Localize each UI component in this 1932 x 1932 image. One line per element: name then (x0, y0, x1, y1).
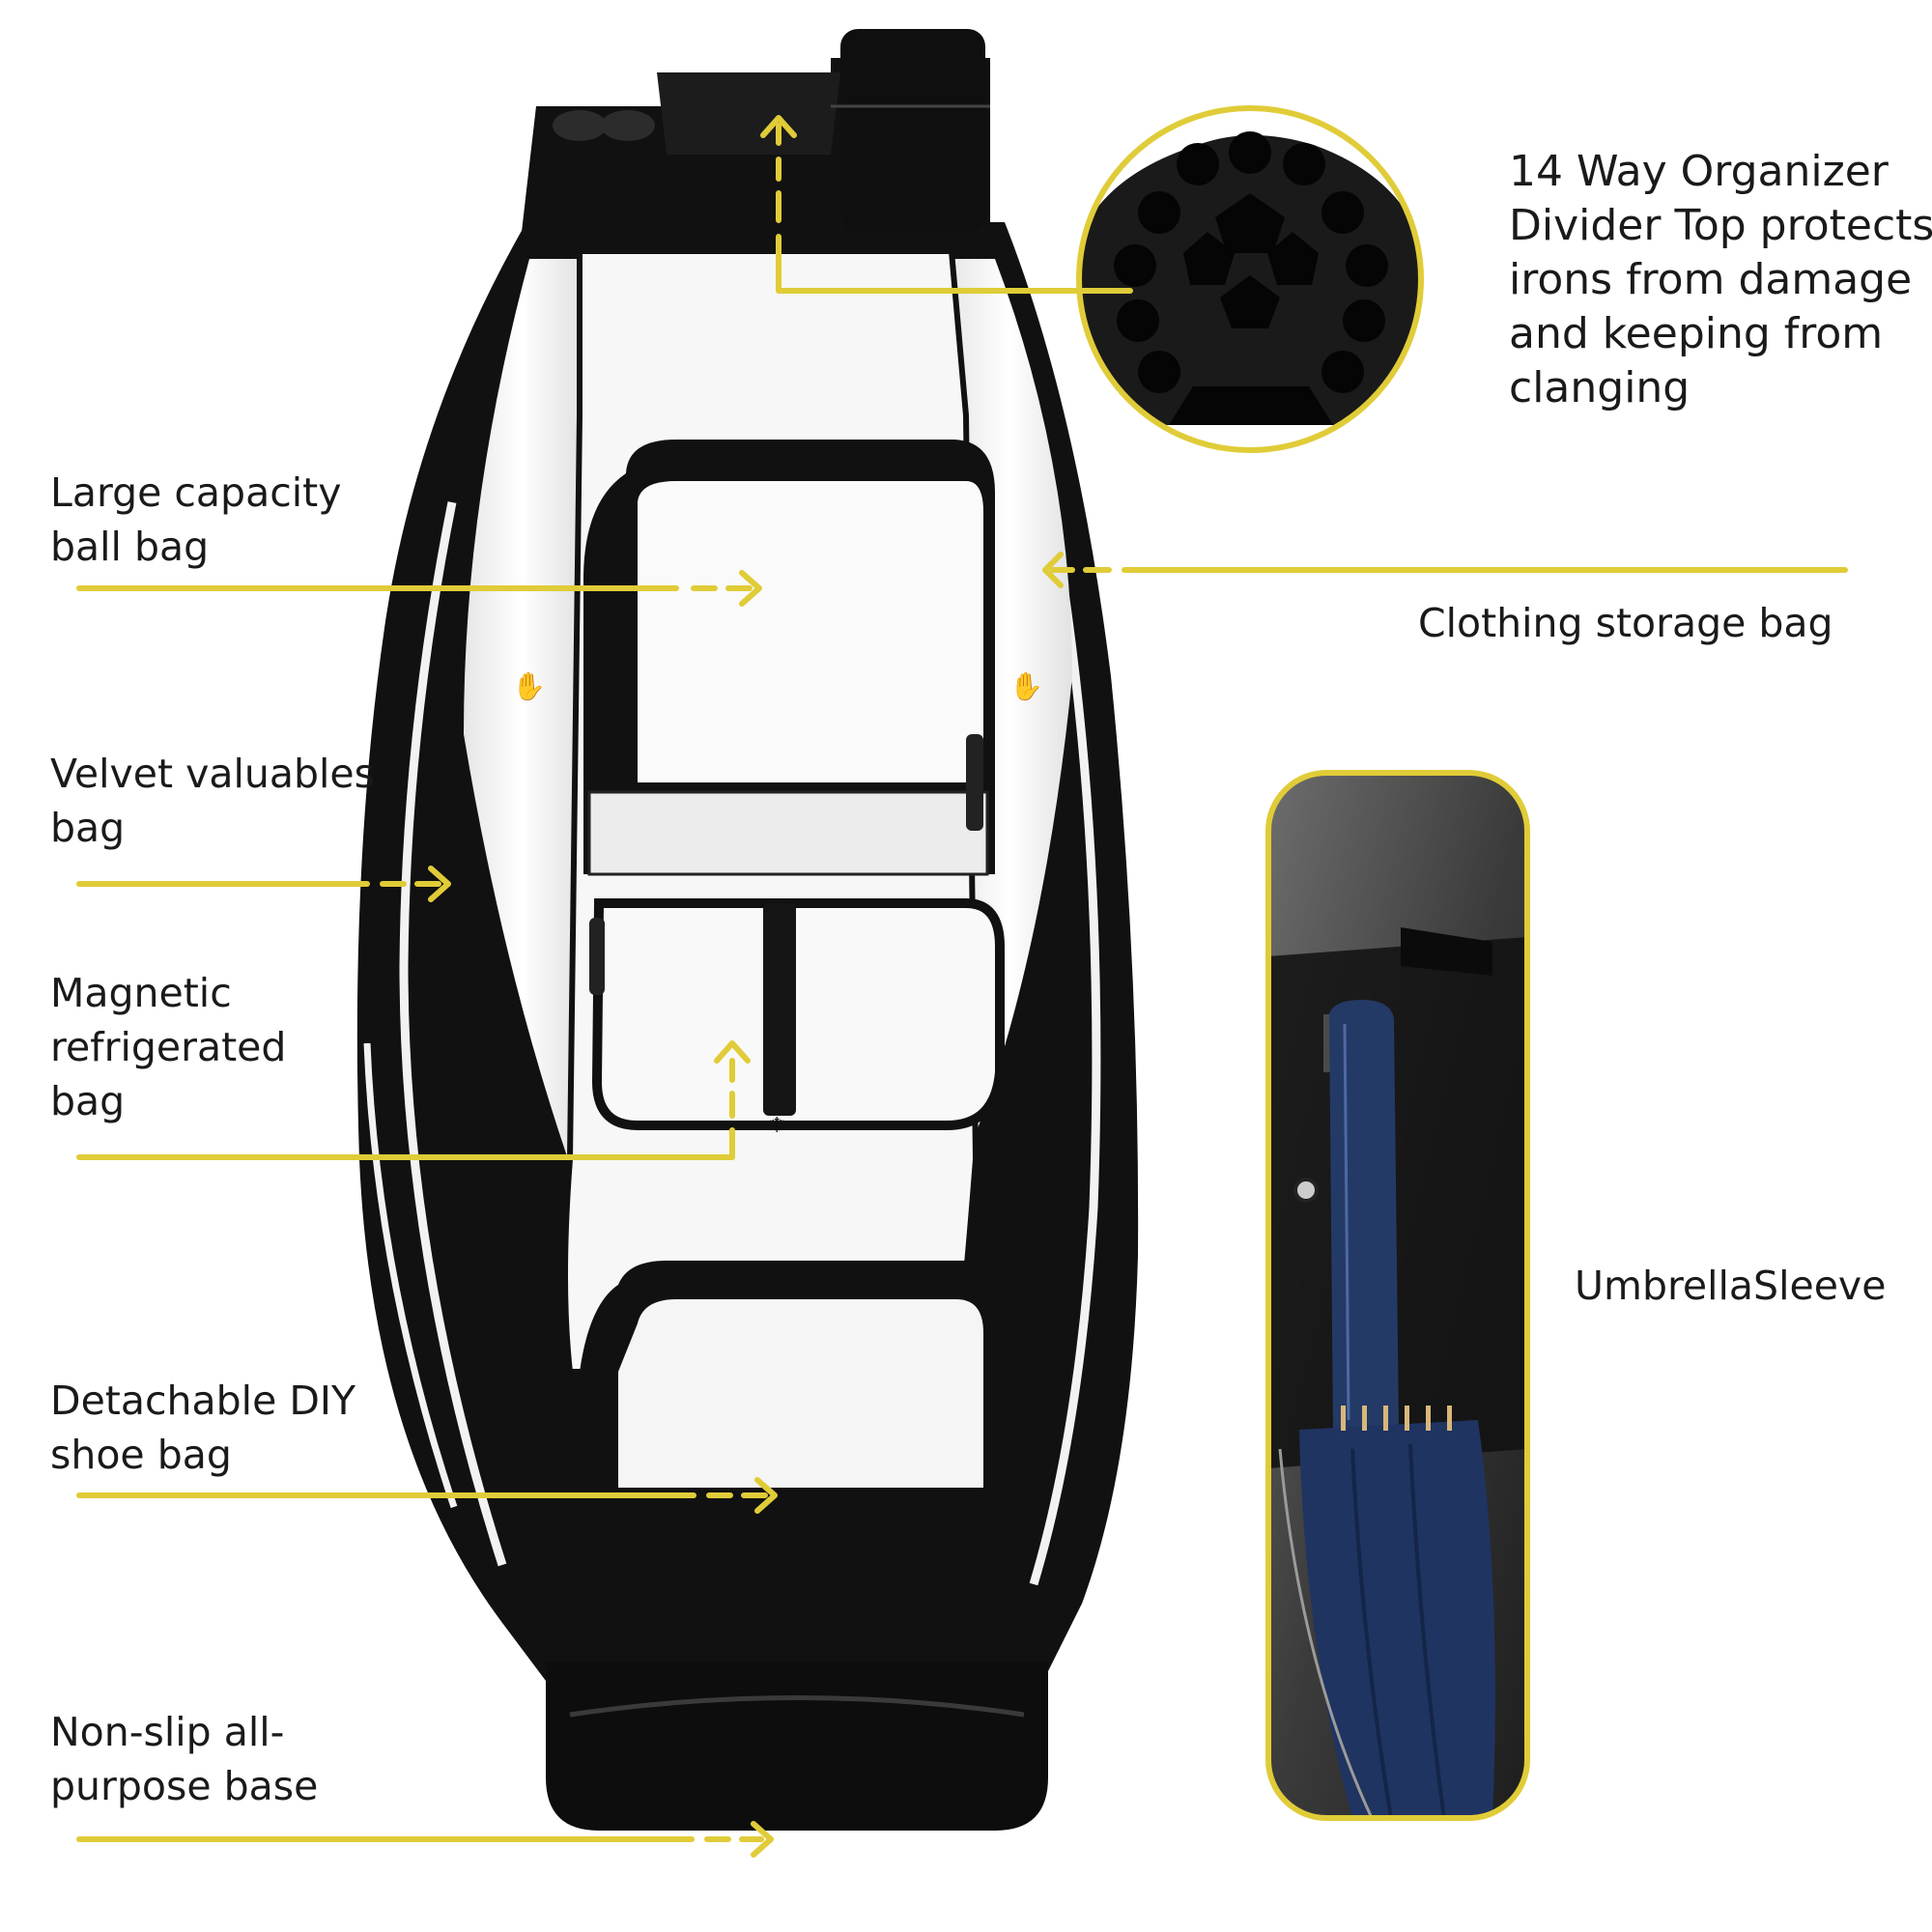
clothing-caption: Clothing storage bag (1418, 600, 1833, 646)
shoe-bag-caption: Detachable DIY shoe bag (50, 1378, 356, 1478)
velvet-caption: Velvet valuables bag (50, 751, 375, 851)
shoe-arrow (754, 1477, 778, 1514)
base-caption: Non-slip all- purpose base (50, 1709, 319, 1809)
organizer-top (522, 29, 990, 232)
zip-slider (589, 918, 605, 995)
bag-base (546, 1662, 1048, 1831)
base-arrow (751, 1821, 774, 1858)
ball-bag-caption: Large capacity ball bag (50, 469, 342, 570)
zip-slider (966, 734, 983, 831)
golf-bag: ✋ ✋ ❄ (356, 222, 1139, 1831)
magnetic-arrow (714, 1040, 751, 1064)
side-piping-left-2 (363, 1042, 458, 1509)
callout-lines (76, 115, 1848, 1858)
white-panel-left (464, 259, 580, 1159)
umbrella-caption: UmbrellaSleeve (1575, 1263, 1887, 1309)
organizer-caption: 14 Way Organizer Divider Top protects ir… (1509, 147, 1932, 412)
refrigerated-pocket (591, 898, 1005, 1130)
clothing-arrow (1042, 552, 1064, 588)
ball-pocket-face (638, 481, 983, 782)
magnetic-strap (763, 903, 796, 1116)
shoe-bag-face (618, 1299, 983, 1488)
ball-arrow (739, 570, 762, 607)
hand-logo-icon: ✋ (512, 670, 546, 702)
organizer-arrow (760, 115, 797, 138)
base-rim (569, 1695, 1025, 1718)
organizer-detail-circle (1076, 105, 1424, 453)
magnetic-leader (76, 1127, 735, 1160)
velvet-arrow (428, 866, 451, 902)
side-piping-left (399, 501, 507, 1567)
snowflake-icon: ❄ (768, 1114, 785, 1138)
magnetic-caption: Magnetic refrigerated bag (50, 970, 287, 1124)
hand-logo-icon: ✋ (1009, 670, 1043, 702)
organizer-leader (776, 234, 1133, 294)
side-piping-right (1029, 579, 1101, 1586)
ball-pocket-flap (587, 790, 989, 876)
umbrella-detail-panel (1265, 770, 1530, 1821)
